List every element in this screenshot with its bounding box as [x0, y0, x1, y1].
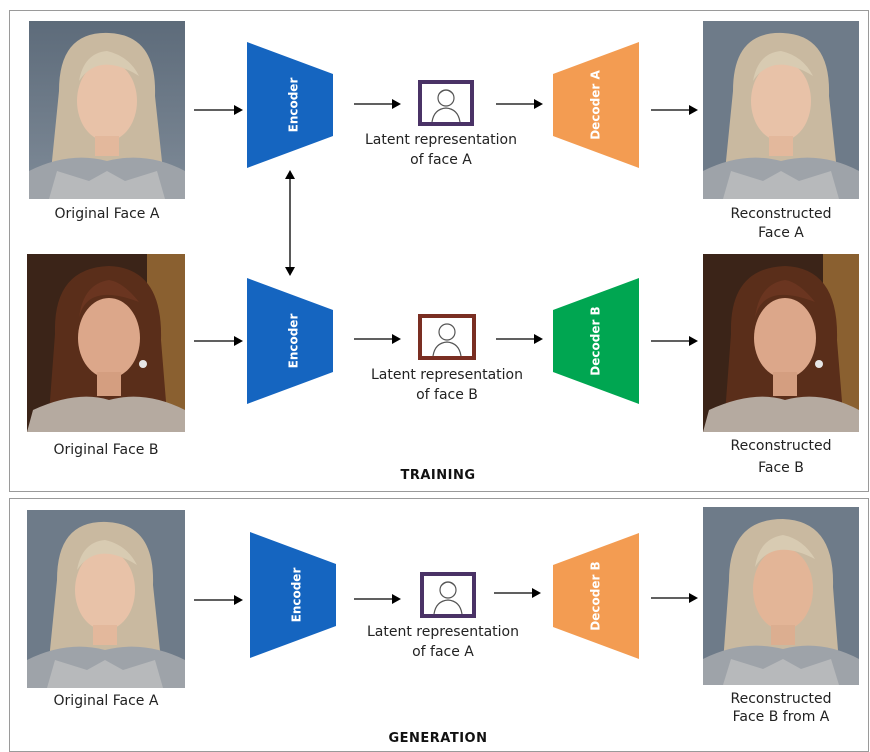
arrow-gen-latent-to-decoder-b [494, 588, 541, 598]
arrow-decoder-a-to-recon-a [651, 105, 698, 115]
encoder-shape-training-b: Encoder [247, 278, 333, 404]
arrow-latent-a-to-decoder-a [496, 99, 543, 109]
encoder-shape-training-a: Encoder [247, 42, 333, 168]
encoder-shape-generation: Encoder [250, 532, 336, 658]
latent-a-caption-line2: of face A [410, 152, 472, 168]
reconstructed-face-a-caption-line1: Reconstructed [730, 206, 832, 222]
generation-heading: Generation [388, 731, 488, 746]
reconstructed-face-b-caption-line2: Face B [758, 460, 804, 476]
latent-b-caption-line1: Latent representation [371, 367, 523, 383]
latent-a-caption-line1: Latent representation [365, 132, 517, 148]
decoder-b-label: Decoder B [589, 306, 603, 375]
generation-reconstructed-face-b-from-a-photo [703, 507, 859, 685]
encoder-label: Encoder [290, 568, 304, 623]
arrow-orig-a-to-encoder [194, 105, 243, 115]
decoder-b-label: Decoder B [589, 561, 603, 630]
original-face-b-photo [27, 254, 185, 432]
generation-reconstructed-caption-line2: Face B from A [732, 709, 830, 725]
encoder-label: Encoder [287, 314, 301, 369]
generation-latent-caption-line1: Latent representation [367, 624, 519, 640]
arrow-encoder-to-latent-b [354, 334, 401, 344]
arrow-orig-b-to-encoder [194, 336, 243, 346]
decoder-b-shape-generation: Decoder B [553, 533, 639, 659]
decoder-b-shape-training: Decoder B [553, 278, 639, 404]
arrow-latent-b-to-decoder-b [496, 334, 543, 344]
decoder-a-shape-training: Decoder A [553, 42, 639, 168]
generation-reconstructed-caption-line1: Reconstructed [730, 691, 832, 707]
latent-a-person-icon [418, 80, 474, 126]
latent-b-caption-line2: of face B [416, 387, 478, 403]
reconstructed-face-a-photo [703, 21, 859, 199]
reconstructed-face-b-caption-line1: Reconstructed [730, 438, 832, 454]
latent-b-person-icon [418, 314, 476, 360]
original-face-a-caption: Original Face A [54, 206, 160, 222]
decoder-a-label: Decoder A [589, 70, 603, 140]
generation-latent-caption-line2: of face A [412, 644, 474, 660]
reconstructed-face-b-photo [703, 254, 859, 432]
arrow-gen-orig-to-encoder [194, 595, 243, 605]
generation-latent-person-icon [420, 572, 476, 618]
original-face-a-photo [29, 21, 185, 199]
arrow-encoder-to-latent-a [354, 99, 401, 109]
arrow-gen-encoder-to-latent [354, 594, 401, 604]
encoder-label: Encoder [287, 78, 301, 133]
arrow-decoder-b-to-recon-b [651, 336, 698, 346]
arrow-gen-decoder-to-recon [651, 593, 698, 603]
generation-original-face-a-photo [27, 510, 185, 688]
generation-original-face-a-caption: Original Face A [53, 693, 159, 709]
shared-encoder-double-arrow [285, 170, 295, 276]
original-face-b-caption: Original Face B [53, 442, 159, 458]
reconstructed-face-a-caption-line2: Face A [758, 225, 804, 241]
training-heading: Training [400, 468, 476, 483]
